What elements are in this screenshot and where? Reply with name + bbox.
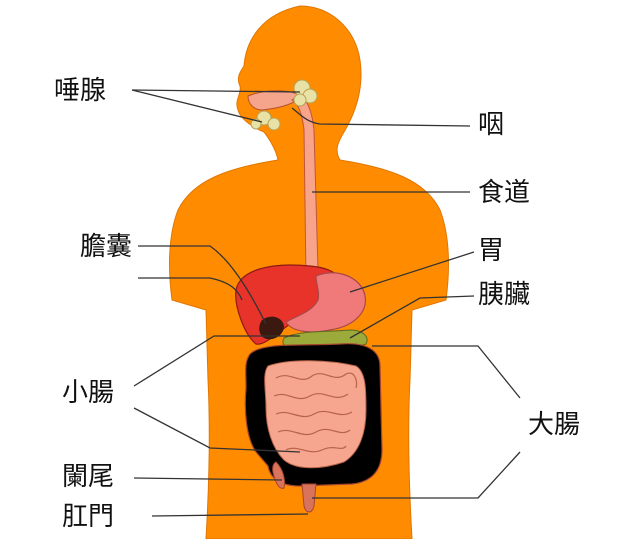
large-intestine-leader-lower [312,451,521,499]
label-pancreas: 胰臟 [478,280,531,310]
label-pharynx: 咽 [478,110,505,140]
pharynx-leader [291,107,471,127]
large-intestine-leader-upper [372,345,521,399]
stomach-leader [349,251,475,293]
small-intestine [264,360,367,469]
gallbladder-leader [138,245,267,325]
leader-lines [131,89,521,517]
label-large-intestine: 大腸 [528,410,581,440]
pancreas-leader [349,295,475,339]
appendix [272,461,285,489]
intestine-coils [273,372,358,453]
label-esophagus: 食道 [478,178,531,208]
label-stomach: 胃 [478,236,505,266]
rectum [301,483,317,513]
label-small-intestine: 小腸 [62,378,115,408]
label-appendix: 闌尾 [62,462,115,492]
small-intestine-leader-upper [133,335,300,387]
label-salivary-glands: 唾腺 [54,76,107,106]
salivary-leader-upper [131,89,301,93]
appendix-leader [133,477,283,481]
liver-leader [138,277,243,301]
salivary-leader-lower [131,89,263,123]
label-gallbladder: 膽囊 [80,232,133,262]
label-anus: 肛門 [62,502,115,532]
small-intestine-leader-lower [133,407,301,453]
mouth-cavity [247,90,301,111]
stomach [285,272,366,333]
anus-leader [151,513,309,517]
